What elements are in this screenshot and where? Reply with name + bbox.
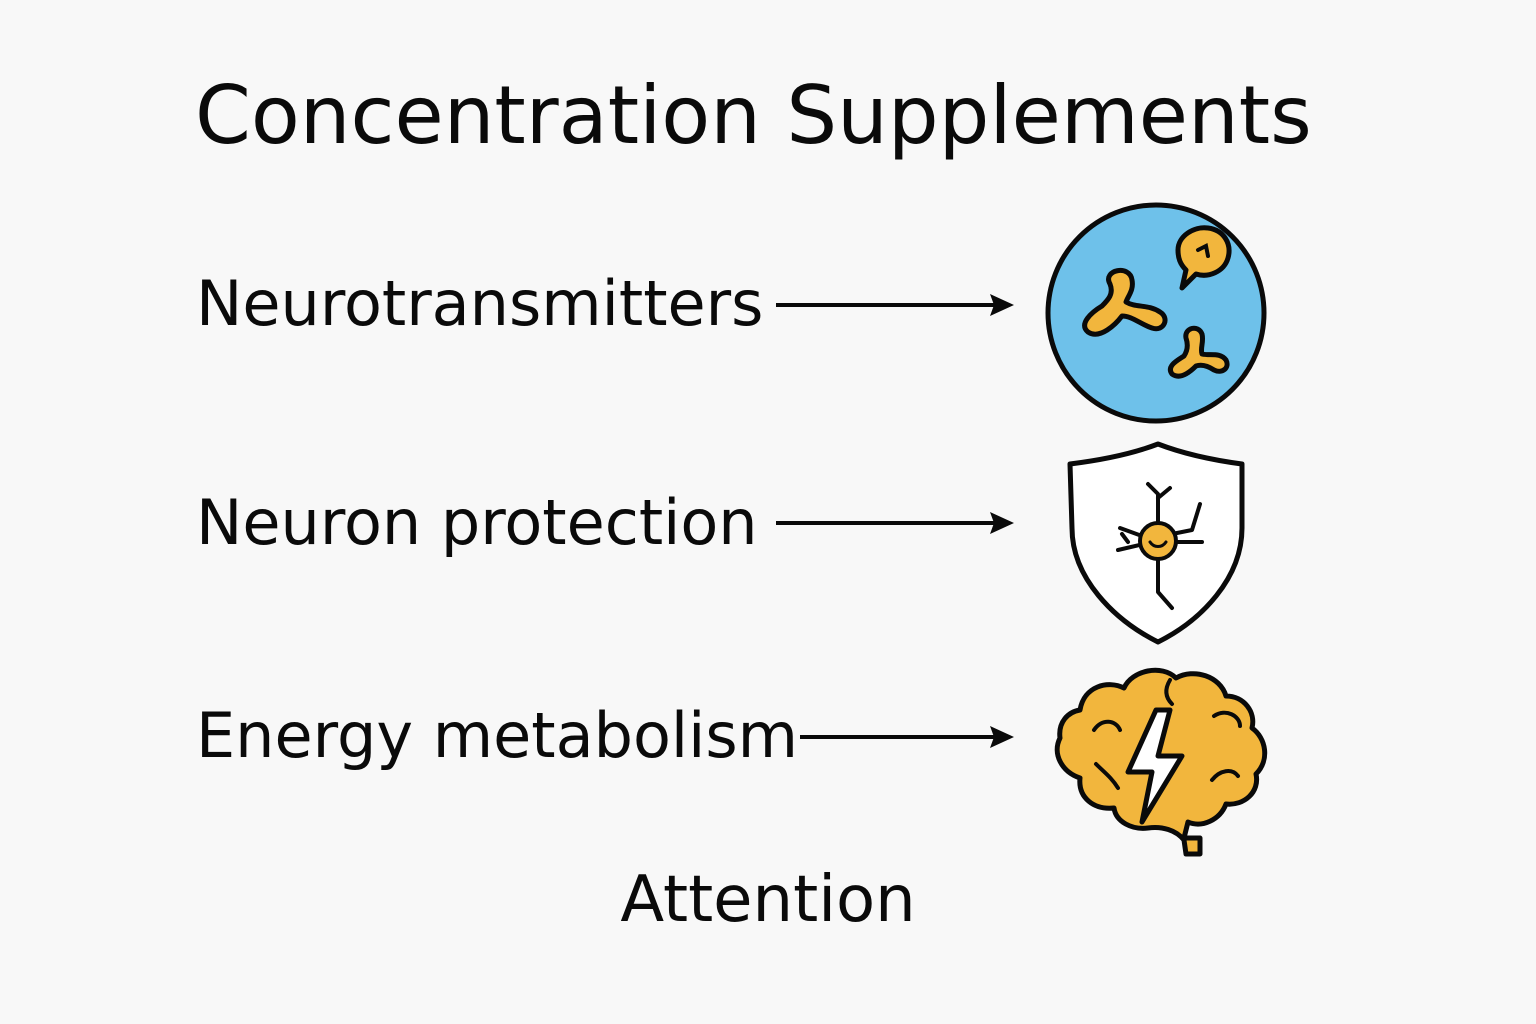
arrow-neurotransmitters — [776, 293, 1016, 317]
diagram-title: Concentration Supplements — [195, 69, 1312, 162]
footer-label-attention: Attention — [620, 863, 916, 937]
row-label-neurotransmitters: Neurotransmitters — [196, 267, 764, 340]
row-label-energy-metabolism: Energy metabolism — [196, 699, 799, 772]
neurotransmitter-molecules-icon — [1040, 200, 1272, 428]
shield-neuron-icon — [1062, 438, 1252, 648]
row-label-neuron-protection: Neuron protection — [196, 486, 758, 559]
arrow-neuron-protection — [776, 511, 1016, 535]
brain-lightning-icon — [1044, 660, 1276, 860]
arrow-energy-metabolism — [800, 725, 1016, 749]
